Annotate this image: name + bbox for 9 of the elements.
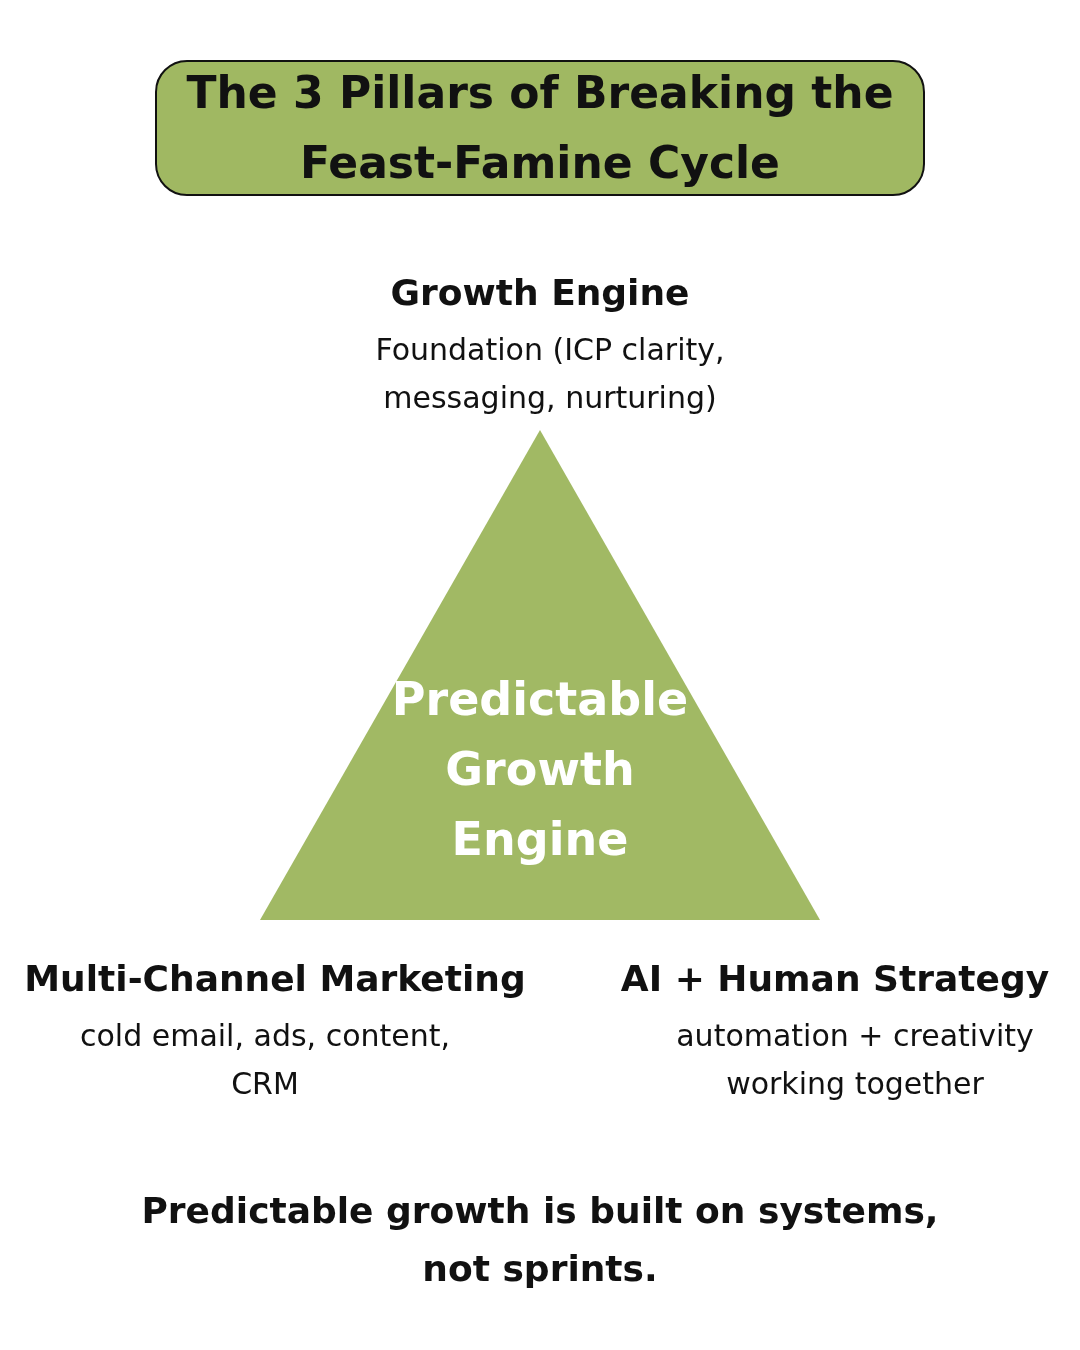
pillar-heading: Multi-Channel Marketing [23, 957, 527, 1001]
pillar-heading: AI + Human Strategy [619, 957, 1051, 1001]
pillar-description: cold email, ads, content, CRM [78, 1017, 452, 1103]
pillar-heading: Growth Engine [389, 271, 691, 315]
pillar-description: Foundation (ICP clarity, messaging, nurturing) [374, 331, 726, 417]
pillar-description: automation + creativity working together [675, 1017, 1035, 1103]
title-banner: The 3 Pillars of Breaking the Feast-Famine Cycle [155, 60, 925, 196]
center-label: Predictable Growth Engine [390, 671, 690, 868]
caption-text: Predictable growth is built on systems, not sprints. [140, 1189, 940, 1291]
